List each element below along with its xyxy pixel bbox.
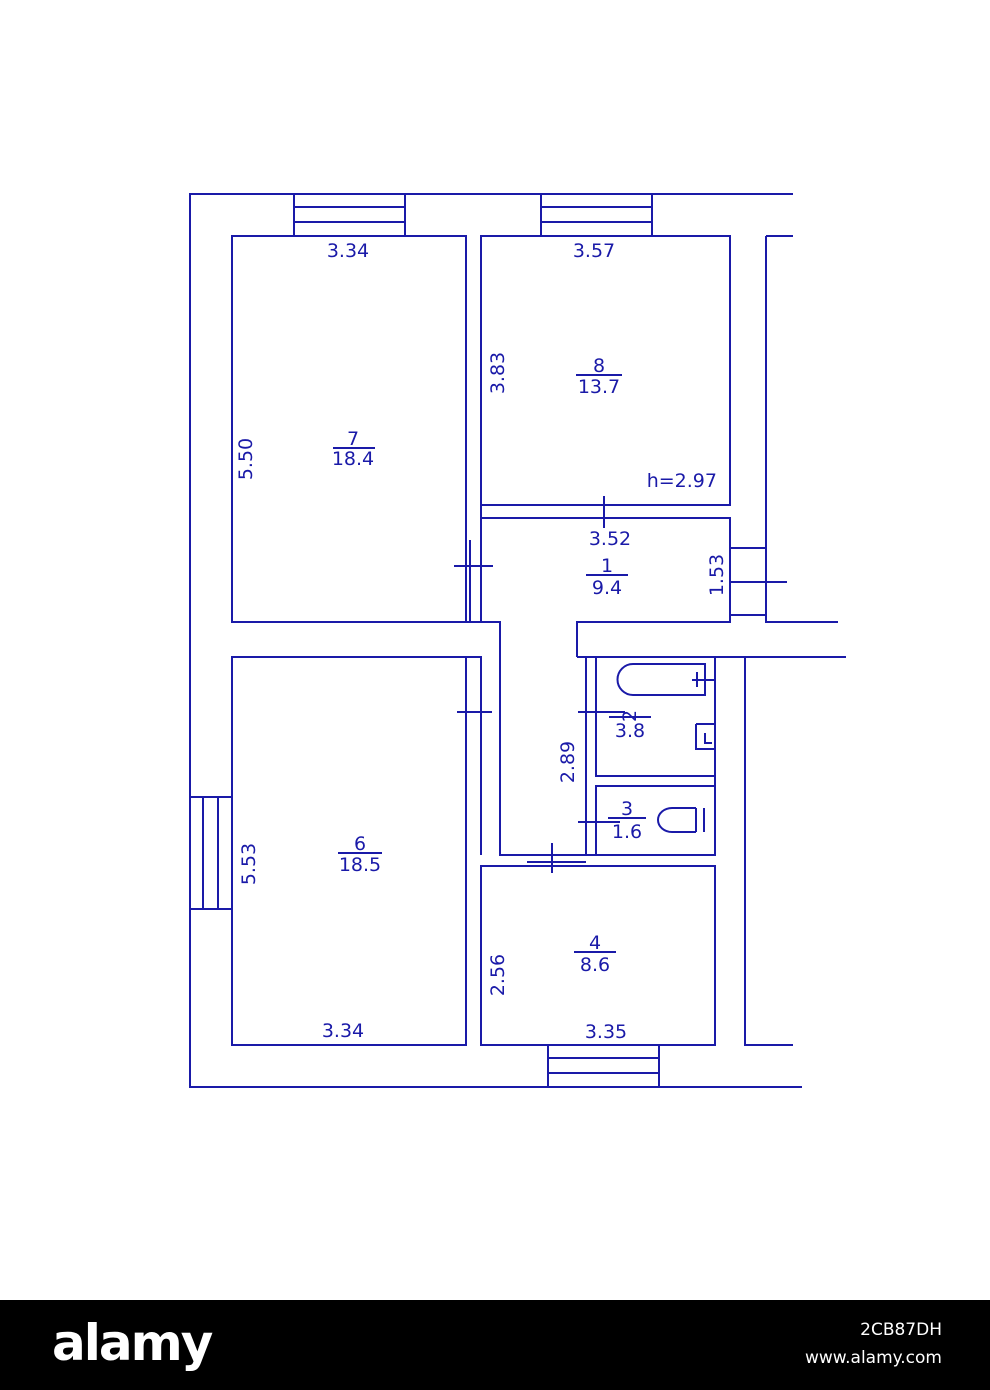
room-8-length: 3.83 bbox=[487, 352, 509, 394]
entrance-door bbox=[730, 547, 787, 616]
room-4-number: 4 bbox=[589, 932, 601, 954]
room-1-area: 9.4 bbox=[592, 577, 622, 599]
door-room-6 bbox=[457, 670, 492, 740]
outer-wall-outline bbox=[189, 193, 802, 1088]
room-3-area: 1.6 bbox=[612, 821, 642, 843]
fixtures bbox=[616, 663, 716, 833]
alamy-logo: alamy bbox=[52, 1314, 213, 1372]
image-id: 2CB87DH bbox=[860, 1320, 942, 1340]
right-wall-upper bbox=[765, 235, 838, 623]
door-room-4 bbox=[527, 843, 586, 873]
room-4-area: 8.6 bbox=[580, 954, 610, 976]
room-4-outline bbox=[480, 865, 716, 1046]
toilet-icon bbox=[657, 807, 716, 833]
room-6-outline bbox=[231, 656, 467, 1046]
door-room-8 bbox=[578, 496, 634, 528]
room-7-length: 5.50 bbox=[235, 438, 257, 480]
washbasin-icon bbox=[695, 723, 715, 750]
room-4-length: 2.56 bbox=[487, 954, 509, 996]
window-room-8 bbox=[540, 194, 653, 236]
doors bbox=[454, 496, 634, 873]
room-4-width: 3.35 bbox=[585, 1021, 627, 1043]
right-wall-lower bbox=[577, 656, 846, 1046]
bathtub-icon bbox=[616, 663, 714, 696]
floor-plan: 7 18.4 8 13.7 1 9.4 2 3.8 3 1.6 6 18.5 4… bbox=[189, 193, 846, 1088]
bathroom-block-wall bbox=[585, 657, 716, 856]
room-8-number: 8 bbox=[593, 355, 605, 377]
ceiling-height: h=2.97 bbox=[647, 470, 717, 492]
floor-plan-drawing: 7 18.4 8 13.7 1 9.4 2 3.8 3 1.6 6 18.5 4… bbox=[189, 193, 846, 1088]
room-6-length: 5.53 bbox=[238, 843, 260, 885]
site-url: www.alamy.com bbox=[804, 1348, 942, 1368]
stock-footer: alamy 2CB87DH www.alamy.com bbox=[0, 1300, 990, 1390]
room-2-area: 3.8 bbox=[615, 720, 645, 742]
room-labels: 7 18.4 8 13.7 1 9.4 2 3.8 3 1.6 6 18.5 4… bbox=[332, 355, 651, 976]
window-room-7 bbox=[293, 194, 406, 236]
room-7-area: 18.4 bbox=[332, 448, 374, 470]
room-2-length: 2.89 bbox=[557, 741, 579, 783]
room-8-area: 13.7 bbox=[578, 376, 620, 398]
room-7-number: 7 bbox=[347, 428, 359, 450]
room-1-number: 1 bbox=[601, 555, 613, 577]
room-3-number: 3 bbox=[621, 798, 633, 820]
room-6-number: 6 bbox=[354, 833, 366, 855]
room-8-width: 3.57 bbox=[573, 240, 615, 262]
windows bbox=[190, 194, 787, 1087]
dimension-labels: 3.34 5.50 3.57 3.83 h=2.97 3.52 1.53 2.8… bbox=[235, 240, 728, 1043]
door-room-7 bbox=[454, 540, 493, 622]
room-8-outline bbox=[480, 235, 731, 506]
room-7-outline bbox=[231, 235, 467, 623]
window-room-6 bbox=[190, 796, 232, 910]
outer-walls bbox=[189, 193, 846, 1088]
window-room-4 bbox=[547, 1045, 660, 1087]
room-6-width: 3.34 bbox=[322, 1020, 364, 1042]
corridor-wall bbox=[466, 621, 500, 855]
room-1-length: 1.53 bbox=[706, 554, 728, 596]
room-6-area: 18.5 bbox=[339, 854, 381, 876]
room-1-width: 3.52 bbox=[589, 528, 631, 550]
room-7-width: 3.34 bbox=[327, 240, 369, 262]
